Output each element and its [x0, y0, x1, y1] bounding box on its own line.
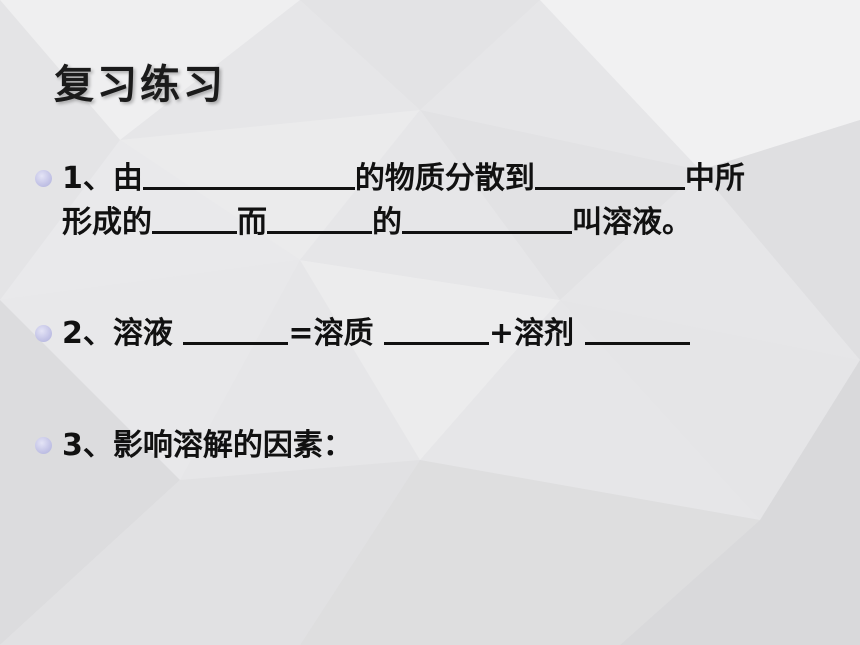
blank-1a: [142, 157, 355, 190]
item-2: 2、溶液 =溶质 +溶剂: [62, 312, 690, 356]
item-3-separator: 、: [82, 428, 113, 463]
item-1-number: 1: [62, 161, 83, 196]
bullet-1: [35, 170, 52, 187]
bullet-2: [35, 325, 52, 342]
item-1-text-d: 形成的: [62, 205, 152, 240]
item-1-text-a: 由: [112, 161, 143, 196]
item-2-text-b: =溶质: [288, 316, 384, 351]
blank-2a: [183, 312, 289, 345]
blank-2c: [584, 312, 690, 345]
item-1-text-e: 而: [237, 205, 267, 240]
item-1-text-g: 叫溶液。: [572, 205, 692, 240]
blank-1e: [402, 201, 572, 234]
item-1: 1、由 的物质分散到 中所 形成的 而 的 叫溶液。: [62, 157, 745, 245]
item-3: 3、影响溶解的因素：: [62, 424, 353, 468]
blank-2b: [383, 312, 489, 345]
blank-1d: [267, 201, 372, 234]
item-1-separator: 、: [82, 161, 113, 196]
item-1-text-c: 中所: [684, 161, 745, 196]
item-2-text-a: 溶液: [112, 316, 184, 351]
item-2-separator: 、: [82, 316, 113, 351]
item-3-text: 影响溶解的因素：: [112, 428, 353, 463]
blank-1c: [152, 201, 237, 234]
item-1-text-f: 的: [372, 205, 402, 240]
item-3-number: 3: [62, 428, 83, 463]
blank-1b: [534, 157, 685, 190]
item-2-number: 2: [62, 316, 83, 351]
item-2-text-c: +溶剂: [488, 316, 585, 351]
item-1-text-b: 的物质分散到: [354, 161, 535, 196]
slide-title: 复习练习: [54, 62, 226, 108]
bullet-3: [35, 437, 52, 454]
